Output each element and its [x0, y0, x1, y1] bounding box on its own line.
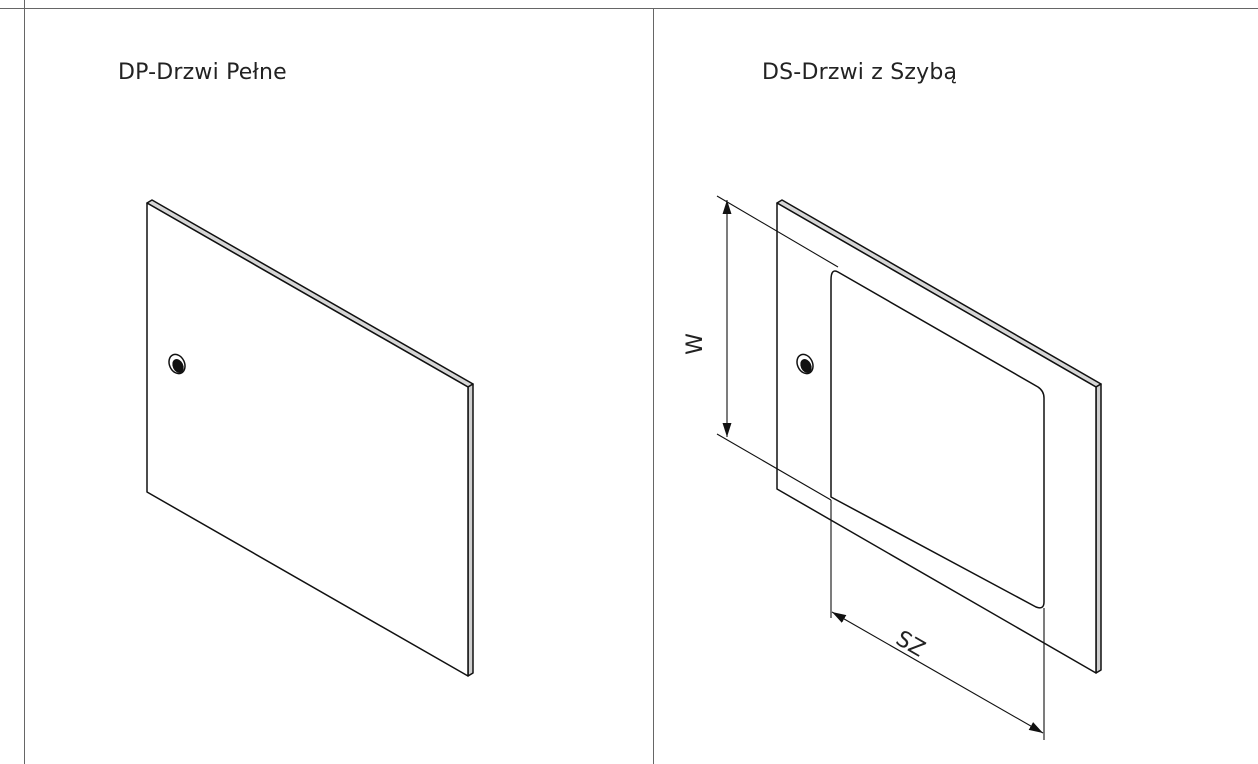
height-extension-line-bottom — [716, 433, 832, 501]
top-left-tick — [24, 0, 25, 8]
glass-door-drawing — [776, 199, 1102, 674]
glass-pane — [830, 270, 1045, 609]
height-dimension — [716, 195, 839, 501]
glass-door-lock-icon — [796, 353, 814, 375]
height-dimension-label: W — [683, 333, 708, 355]
panel-title-full-door: DP-Drzwi Pełne — [118, 60, 287, 85]
top-border — [0, 8, 1258, 9]
width-dimension-label: SZ — [891, 626, 929, 662]
panel-title-glass-door: DS-Drzwi z Szybą — [762, 60, 958, 85]
full-door-lock-icon — [168, 353, 186, 375]
left-border — [24, 8, 25, 764]
width-dimension-line — [831, 611, 1044, 734]
width-dimension — [830, 500, 1045, 740]
panel-divider — [653, 8, 654, 764]
height-extension-line-top — [716, 195, 839, 268]
full-door-drawing — [146, 199, 474, 677]
full-door-front-panel — [146, 202, 469, 677]
